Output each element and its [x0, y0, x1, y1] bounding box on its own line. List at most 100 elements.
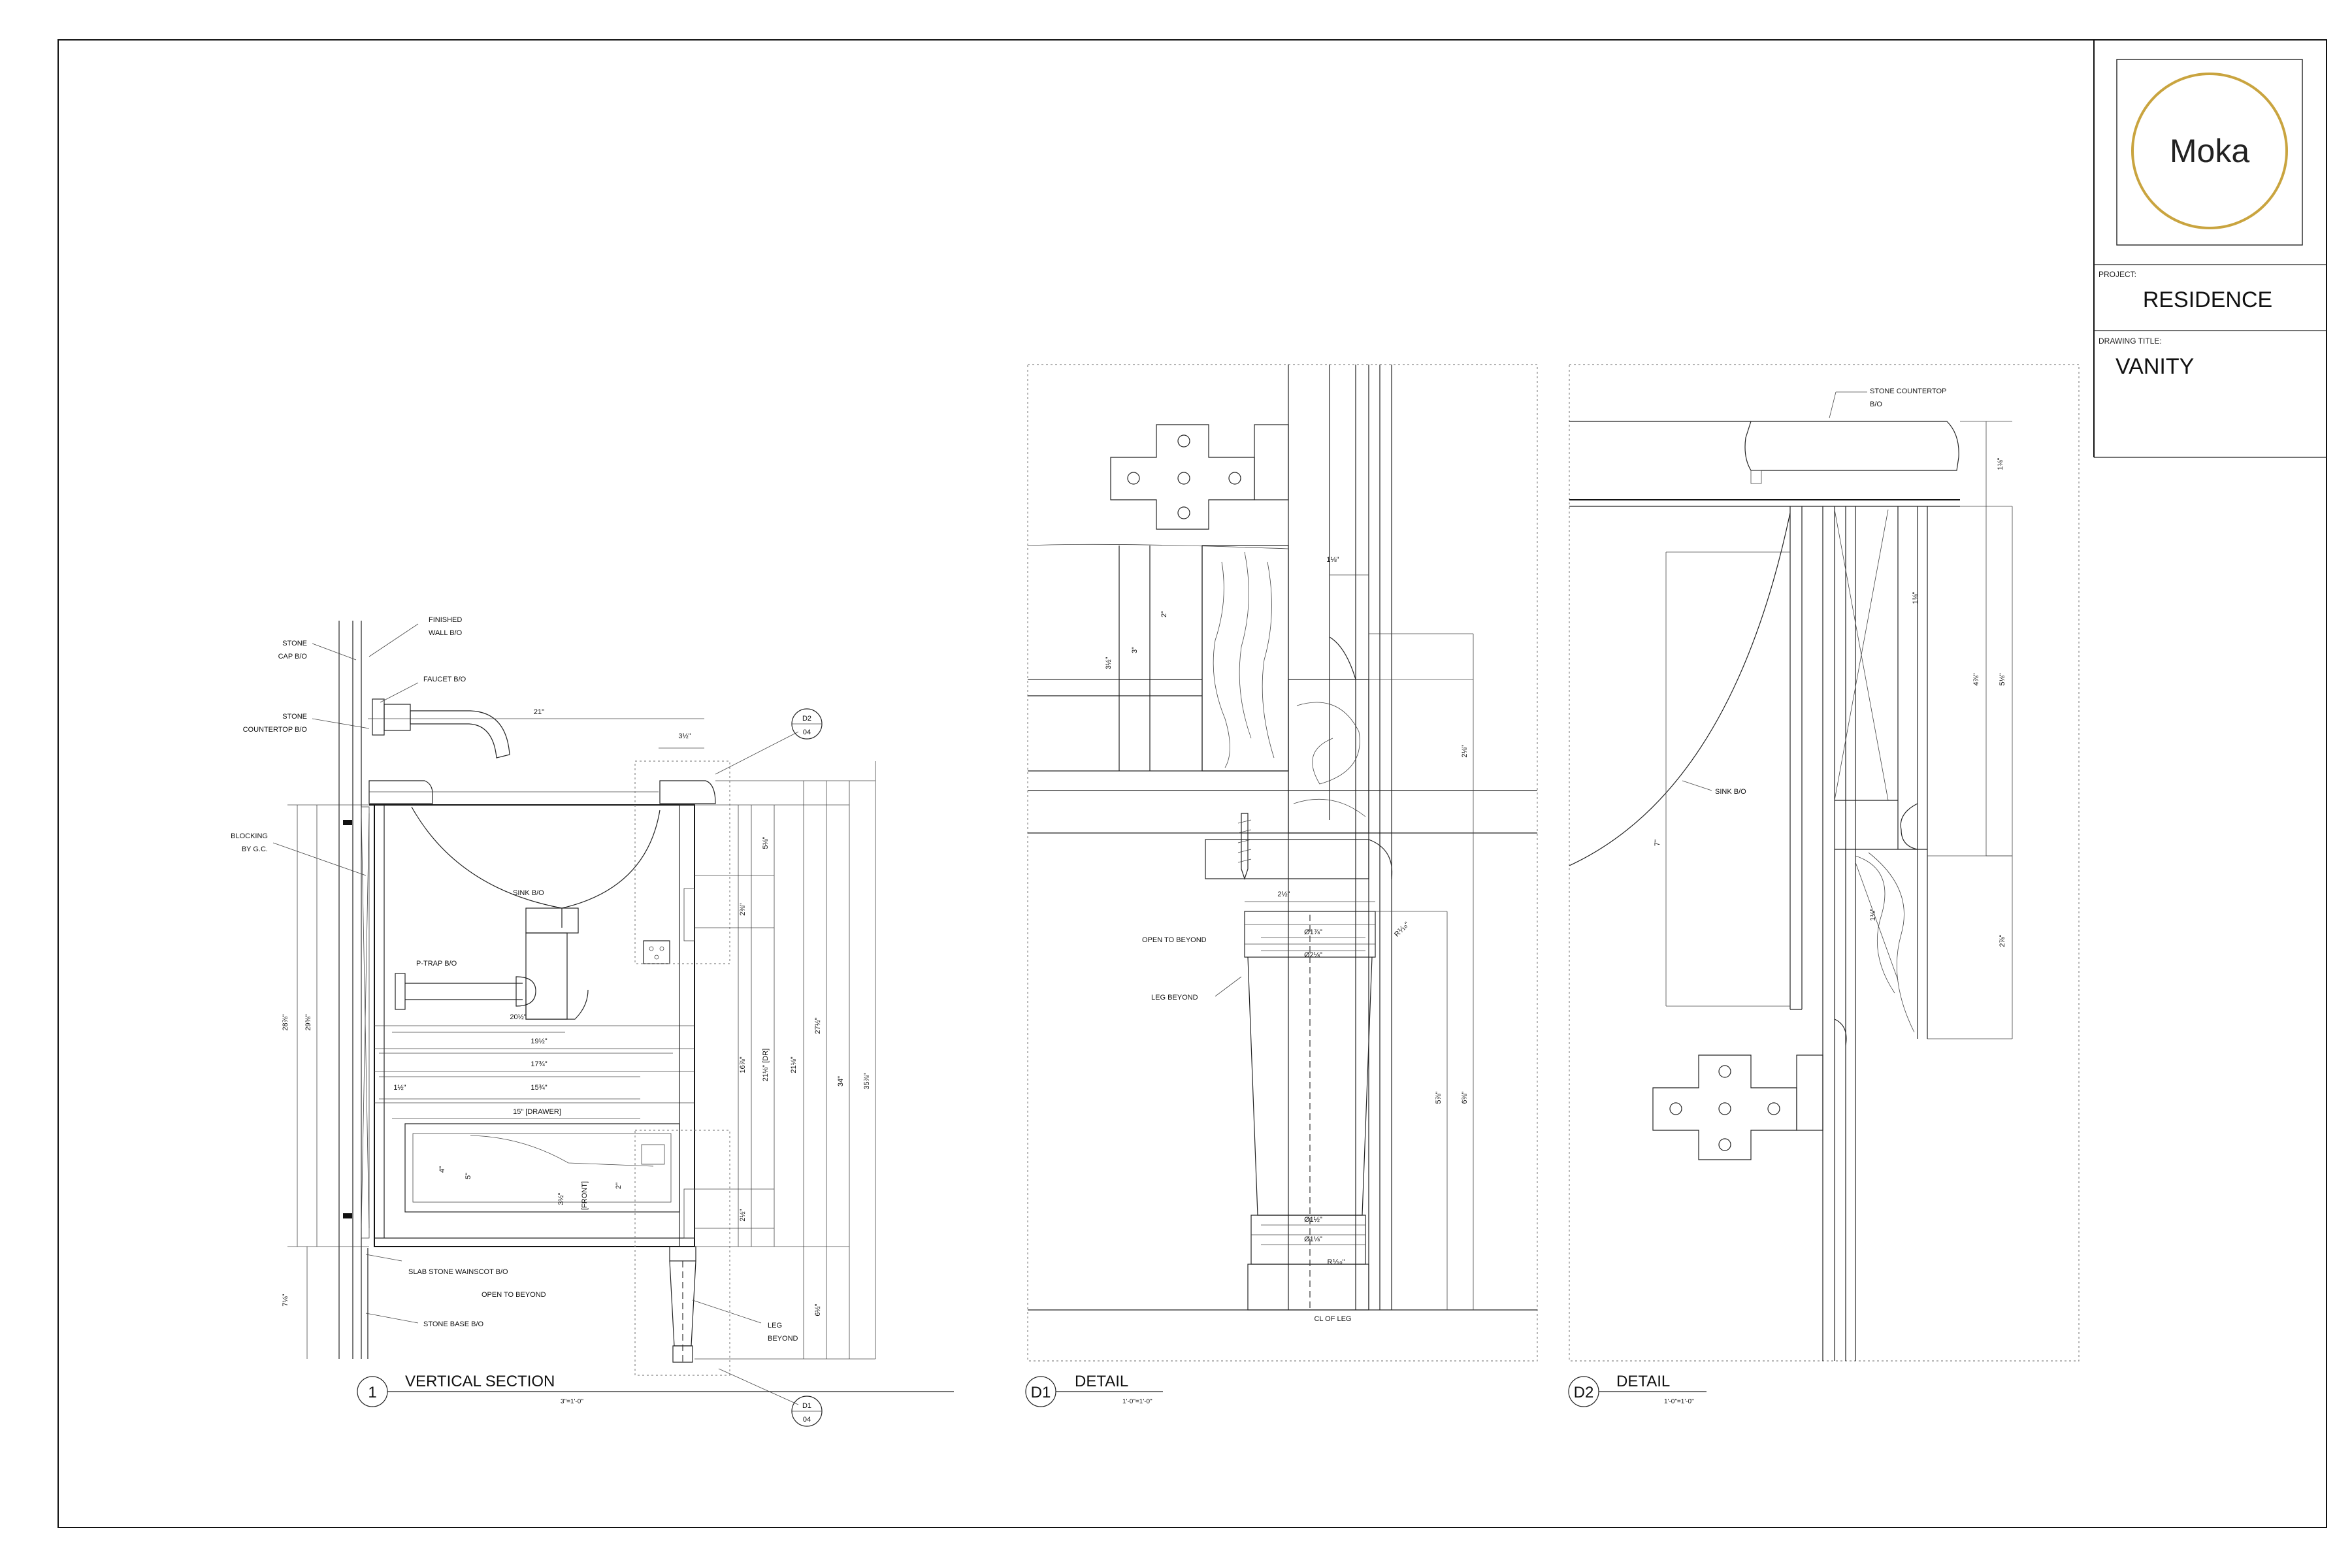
view-1-number: 1: [368, 1384, 376, 1401]
dim-drawer-height: 4": [438, 1166, 446, 1173]
callout-stone-base: STONE BASE B/O: [423, 1320, 484, 1328]
view-d2-scale: 1'-0"=1'-0": [1664, 1398, 1694, 1405]
d2-callout-stone-countertop-2: B/O: [1870, 400, 1882, 408]
logo-text: Moka: [2170, 133, 2249, 169]
dim-front-height: 3½": [557, 1192, 565, 1205]
detail-d1-dimension-lines: [1028, 574, 1474, 1310]
detail-d2-title: D2 DETAIL 1'-0"=1'-0": [1568, 1373, 1707, 1407]
view-d2-title: DETAIL: [1616, 1373, 1670, 1390]
callout-finished-wall-2: WALL B/O: [429, 629, 463, 637]
d2-dim-rail-a: 1⅜": [1912, 591, 1919, 604]
d1-dim-leg-radius-bottom: R⅒": [1328, 1258, 1345, 1266]
callout-finished-wall-1: FINISHED: [429, 616, 462, 624]
detail-tag-d2: D2 04: [791, 708, 823, 740]
d1-dim-block-width: 2½": [1277, 890, 1290, 898]
detail-d2-frame: [1569, 364, 2080, 1362]
d2-dim-panel-a: 4⅞": [1972, 673, 1980, 685]
dim-faucet-reach: 21": [534, 708, 544, 716]
company-logo: Moka: [2116, 59, 2303, 246]
detail-tag-d2-sheet: 04: [803, 728, 811, 736]
dim-top-side: 5⅛": [762, 836, 770, 849]
detail-d2-dimensions: 1⅛" 7" 4⅞" 5⅛" 2⅞" 1⅜" 1⅛": [1654, 457, 2006, 947]
d1-dim-side-height: 2⅛": [1461, 745, 1469, 757]
d1-callout-open-to-beyond: OPEN TO BEYOND: [1142, 936, 1207, 944]
detail-d2-dimension-lines: [1665, 421, 2013, 1039]
detail-d2-callouts: STONE COUNTERTOP B/O SINK B/O: [1682, 387, 1946, 796]
detail-d1-view: OPEN TO BEYOND LEG BEYOND CL OF LEG 2½" …: [1025, 364, 1538, 1407]
dim-dr-height: 21⅛" [DR]: [762, 1049, 770, 1081]
callout-stone-countertop-1: STONE: [282, 713, 307, 721]
detail-d1-rails: [1027, 544, 1537, 834]
dim-drawer-bottom: 2": [615, 1183, 623, 1189]
dim-front: [FRONT]: [581, 1181, 589, 1210]
hinge-upper: [643, 940, 670, 964]
d1-dim-leg-top-dia-a: Ø1⅞": [1304, 928, 1322, 936]
detail-d2-marker-box: [634, 760, 730, 964]
project-label: PROJECT:: [2099, 270, 2136, 279]
detail-d1-frame: [1027, 364, 1538, 1362]
d1-callout-leg-beyond: LEG BEYOND: [1151, 994, 1198, 1002]
dim-top-edge: 3½": [678, 732, 691, 740]
dim-front-side: 1½": [393, 1084, 406, 1092]
callout-faucet: FAUCET B/O: [423, 676, 466, 683]
detail-tag-d1-id: D1: [802, 1402, 811, 1410]
dim-rail-a: 2⅜": [739, 903, 747, 915]
drawer: [404, 1123, 680, 1213]
detail-d2-panels: [1789, 506, 1928, 1361]
vertical-section-title: 1 VERTICAL SECTION 3"=1'-0": [357, 1373, 954, 1407]
dim-overall-height: 34": [837, 1076, 845, 1086]
d1-dim-leg-bottom-dia-b: Ø1⅛": [1304, 1235, 1322, 1243]
d1-dim-leg-top-dia-b: Ø2⅛": [1304, 951, 1322, 959]
detail-d2-sink-curve: [1569, 512, 1791, 866]
vertical-section-dimension-lines: [287, 718, 876, 1360]
detail-d1-marker-box: [634, 1130, 730, 1376]
dim-dr-height-b: 21⅛": [790, 1056, 798, 1073]
callout-blocking-1: BLOCKING: [231, 832, 268, 840]
wall: [338, 621, 370, 1359]
callout-open-to-beyond: OPEN TO BEYOND: [482, 1291, 546, 1299]
callout-stone-cap-2: CAP B/O: [278, 653, 308, 661]
d1-dim-leg-overall: 6⅜": [1461, 1091, 1469, 1103]
detail-d1-hinge: [1110, 424, 1289, 530]
vertical-section-dimensions: 21" 3½" 20½" 19½" 17¾" 15¾" 1½" 15" [DRA…: [282, 708, 871, 1316]
vertical-section-view: FINISHED WALL B/O STONE CAP B/O FAUCET B…: [231, 616, 954, 1427]
d2-callout-sink: SINK B/O: [1715, 788, 1746, 796]
view-d1-number: D1: [1031, 1384, 1051, 1401]
dim-base-height: 7⅛": [282, 1294, 289, 1306]
callout-stone-cap-1: STONE: [282, 640, 307, 647]
callout-blocking-2: BY G.C.: [242, 845, 268, 853]
callout-stone-countertop-2: COUNTERTOP B/O: [243, 726, 308, 734]
d1-dim-rail-height: 3": [1131, 647, 1139, 653]
drawing-title-value: VANITY: [2115, 354, 2194, 379]
d2-dim-top-thk: 1⅛": [1997, 457, 2004, 470]
view-d1-title: DETAIL: [1075, 1373, 1128, 1390]
d2-callout-stone-countertop-1: STONE COUNTERTOP: [1870, 387, 1946, 395]
dim-cab-height-b: 29⅜": [304, 1014, 312, 1030]
detail-d2-hinge: [1652, 1019, 1847, 1160]
d2-dim-sink-depth: 7": [1654, 840, 1661, 846]
cabinet-box: [374, 804, 695, 1247]
faucet: [372, 698, 510, 759]
d2-dim-rail-b: 1⅛": [1869, 908, 1877, 921]
drawing-title-label: DRAWING TITLE:: [2099, 336, 2162, 346]
dim-drawer-clear: 19½": [531, 1037, 547, 1045]
callout-slab-wainscot: SLAB STONE WAINSCOT B/O: [408, 1268, 508, 1276]
cabinet-leg: [669, 1246, 696, 1363]
detail-d2-view: STONE COUNTERTOP B/O SINK B/O 1⅛" 7" 4⅞"…: [1568, 364, 2080, 1407]
detail-d1-title: D1 DETAIL 1'-0"=1'-0": [1025, 1373, 1163, 1407]
detail-d1-callouts: OPEN TO BEYOND LEG BEYOND CL OF LEG: [1142, 936, 1352, 1323]
vertical-section-leaders: [272, 623, 799, 1405]
d1-dim-leg-bottom-dia-a: Ø1½": [1304, 1216, 1322, 1224]
sheet-border: [57, 39, 2327, 1528]
d2-dim-panel-b: 5⅛": [1999, 673, 2006, 685]
dim-drawer-inner: 15¾": [531, 1084, 547, 1092]
sink-bowl: [395, 806, 661, 1020]
d1-dim-rail-thk: 2": [1160, 611, 1168, 617]
dim-cab-height-a: 28⅞": [282, 1014, 289, 1030]
callout-leg-beyond-2: BEYOND: [768, 1335, 798, 1343]
d1-callout-cl-of-leg: CL OF LEG: [1314, 1315, 1351, 1323]
dim-drawer-box: 17¾": [531, 1060, 547, 1068]
logo-ring: [2131, 73, 2288, 229]
project-value: RESIDENCE: [2143, 287, 2272, 312]
